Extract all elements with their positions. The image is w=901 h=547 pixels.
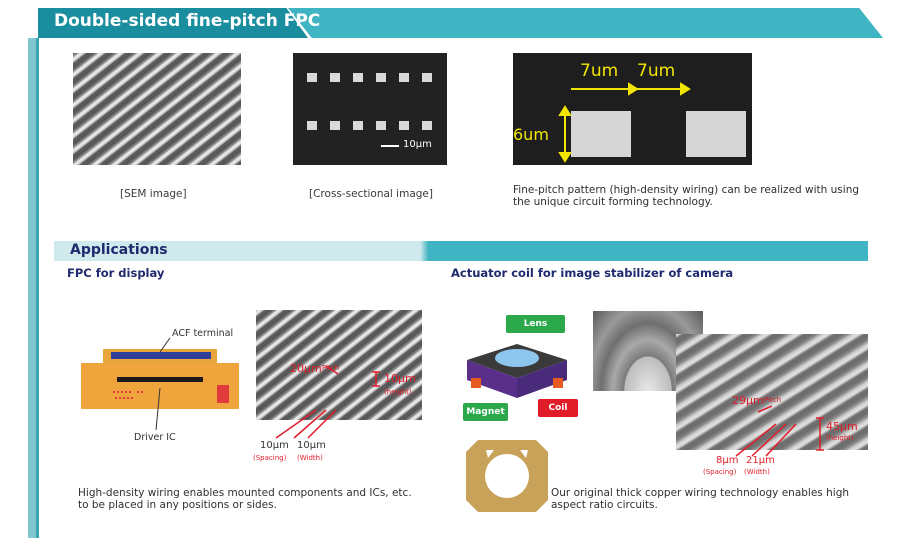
display-sem-image <box>256 310 422 420</box>
applications-header: Applications <box>54 241 868 261</box>
coil-height-value: 45μm <box>826 420 858 433</box>
height-label: 6um <box>513 125 549 144</box>
actuator-module <box>457 338 577 404</box>
pitch-label-1: 7um <box>580 61 619 81</box>
coil-width-word: (Width) <box>744 468 770 476</box>
left-accent-bar <box>28 38 36 538</box>
display-height-word: (height) <box>384 388 412 396</box>
coil-height-word: (height) <box>826 434 854 442</box>
sem-caption: [SEM image] <box>120 188 187 200</box>
coil-cross-image <box>676 334 868 450</box>
coil-spacing-word: (Spacing) <box>703 468 737 476</box>
display-sem-markers <box>275 365 380 439</box>
fpc-leader-lines <box>155 338 171 431</box>
display-width-value: 10μm <box>297 440 326 451</box>
driver-ic-label: Driver IC <box>134 432 176 443</box>
coil-sheet-graphic <box>466 440 548 512</box>
coil-sheet-image <box>466 440 548 512</box>
cross-section-image: 10μm <box>293 53 447 165</box>
applications-title: Applications <box>70 242 168 258</box>
actuator-module-graphic <box>467 344 567 398</box>
display-width-word: (Width) <box>297 454 323 462</box>
cross-caption: [Cross-sectional image] <box>309 188 433 200</box>
lens-holder-label: Lens holder <box>506 315 565 347</box>
fpc-board-graphic <box>81 349 239 409</box>
coil-cross-markers <box>735 405 824 457</box>
magnet-label: Magnet <box>463 403 508 421</box>
display-spacing-word: (Spacing) <box>253 454 287 462</box>
display-title: FPC for display <box>67 266 165 280</box>
section-title: Double-sided fine-pitch FPC <box>54 11 321 31</box>
display-pitch-value: 20μm <box>290 362 322 375</box>
pitch-label-2: 7um <box>637 61 676 81</box>
display-height-value: 10μm <box>384 372 416 385</box>
coil-label: Coil <box>538 399 578 417</box>
coil-pitch-word: Pitch <box>764 396 782 404</box>
coil-spacing-value: 8μm <box>716 455 739 466</box>
fine-pitch-description: Fine-pitch pattern (high-density wiring)… <box>513 184 860 208</box>
section-header: Double-sided fine-pitch FPC <box>38 8 883 38</box>
coil-pitch-value: 29μm <box>732 394 764 407</box>
sem-image <box>73 53 241 165</box>
fine-pitch-graphic <box>558 82 746 163</box>
actuator-title: Actuator coil for image stabilizer of ca… <box>451 266 734 280</box>
display-description: High-density wiring enables mounted comp… <box>78 487 412 511</box>
coil-width-value: 21μm <box>746 455 775 466</box>
cross-scale-label: 10μm <box>403 139 432 150</box>
display-pitch-word: Pitch <box>322 364 340 372</box>
fpc-board <box>81 349 239 413</box>
fine-pitch-image: 7um 7um 6um <box>513 53 752 165</box>
cross-section-pads <box>307 73 432 147</box>
acf-label: ACF terminal <box>172 328 234 339</box>
left-accent-bar-inner <box>36 38 39 538</box>
display-spacing-value: 10μm <box>260 440 289 451</box>
actuator-description: Our original thick copper wiring technol… <box>551 487 850 511</box>
